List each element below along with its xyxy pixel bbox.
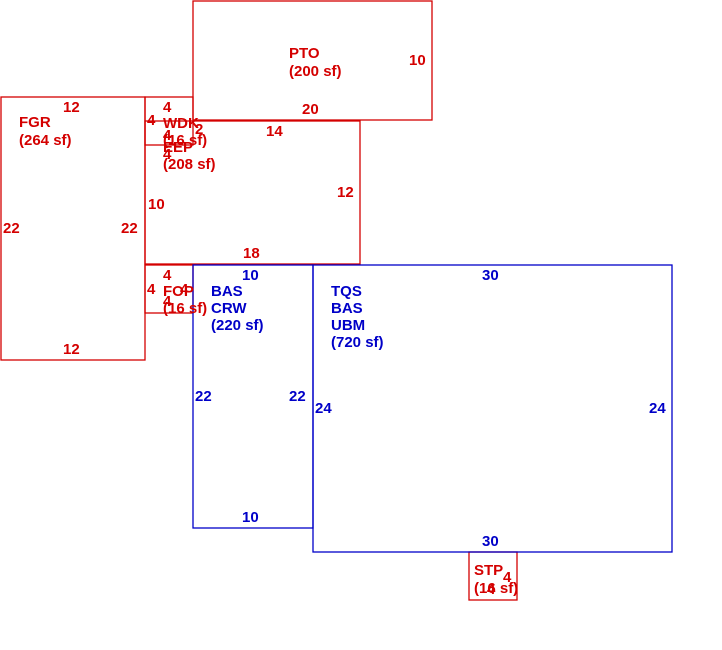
dim-eep-right: 12 bbox=[337, 184, 354, 201]
main-name-3: UBM bbox=[331, 317, 365, 334]
dim-fop-left: 4 bbox=[147, 281, 156, 298]
main-name-1: TQS bbox=[331, 283, 362, 300]
eep-area: (208 sf) bbox=[163, 156, 216, 173]
main-name-2: BAS bbox=[331, 300, 363, 317]
eep-name: EEP bbox=[163, 139, 193, 156]
dim-crw-top: 10 bbox=[242, 267, 259, 284]
dim-stp-bottom: 4 bbox=[487, 581, 496, 598]
stp-name: STP bbox=[474, 562, 503, 579]
dim-pto-right: 10 bbox=[409, 52, 426, 69]
dim-main-right: 24 bbox=[649, 400, 666, 417]
main-area: (720 sf) bbox=[331, 334, 384, 351]
dim-fgr-right: 22 bbox=[121, 220, 138, 237]
dim-fop-bottom: 4 bbox=[163, 293, 172, 310]
dim-pto-bottom: 20 bbox=[302, 101, 319, 118]
red-areas bbox=[0, 0, 518, 601]
dim-fgr-bottom: 12 bbox=[63, 341, 80, 358]
dim-wdk-inner-left: 4 bbox=[163, 127, 172, 144]
dim-fop-top: 4 bbox=[163, 267, 172, 284]
crw-area: (220 sf) bbox=[211, 317, 264, 334]
pto-name: PTO bbox=[289, 45, 320, 62]
pto-area: (200 sf) bbox=[289, 63, 342, 80]
dim-wdk-top: 4 bbox=[163, 99, 172, 116]
dim-fop-right: 4 bbox=[180, 281, 189, 298]
wdk-name: WDK bbox=[163, 115, 199, 132]
dim-eep-bottom: 18 bbox=[243, 245, 260, 262]
fgr-area: (264 sf) bbox=[19, 132, 72, 149]
stp-area: (16 sf) bbox=[474, 580, 518, 597]
dim-fgr-left: 22 bbox=[3, 220, 20, 237]
pto-outline[interactable] bbox=[192, 0, 433, 121]
dim-eep-left: 10 bbox=[148, 196, 165, 213]
area-labels: PTO (200 sf) FGR (264 sf) WDK (16 sf) EE… bbox=[19, 45, 518, 597]
main-outline[interactable] bbox=[312, 264, 673, 553]
dim-eep-top: 14 bbox=[266, 123, 283, 140]
dim-main-left: 24 bbox=[315, 400, 332, 417]
blue-areas bbox=[192, 264, 673, 553]
dim-crw-bottom: 10 bbox=[242, 509, 259, 526]
fop-name: FOP bbox=[163, 283, 194, 300]
dimension-labels: 10 20 12 22 22 12 4 4 4 2 4 14 12 10 18 … bbox=[3, 52, 666, 598]
crw-name-1: BAS bbox=[211, 283, 243, 300]
fgr-name: FGR bbox=[19, 114, 51, 131]
eep-outline[interactable] bbox=[144, 120, 361, 265]
dim-eep-left-small: 4 bbox=[163, 146, 172, 163]
dim-crw-left: 22 bbox=[195, 388, 212, 405]
crw-name-2: CRW bbox=[211, 300, 247, 317]
wdk-area: (16 sf) bbox=[163, 132, 207, 149]
dim-crw-right: 22 bbox=[289, 388, 306, 405]
fop-area: (16 sf) bbox=[163, 300, 207, 317]
dim-stp-right: 4 bbox=[503, 569, 512, 586]
dim-wdk-inner-right: 2 bbox=[195, 121, 203, 138]
dim-wdk-left: 4 bbox=[147, 112, 156, 129]
dim-main-top: 30 bbox=[482, 267, 499, 284]
dim-fgr-top: 12 bbox=[63, 99, 80, 116]
dim-main-bottom: 30 bbox=[482, 533, 499, 550]
